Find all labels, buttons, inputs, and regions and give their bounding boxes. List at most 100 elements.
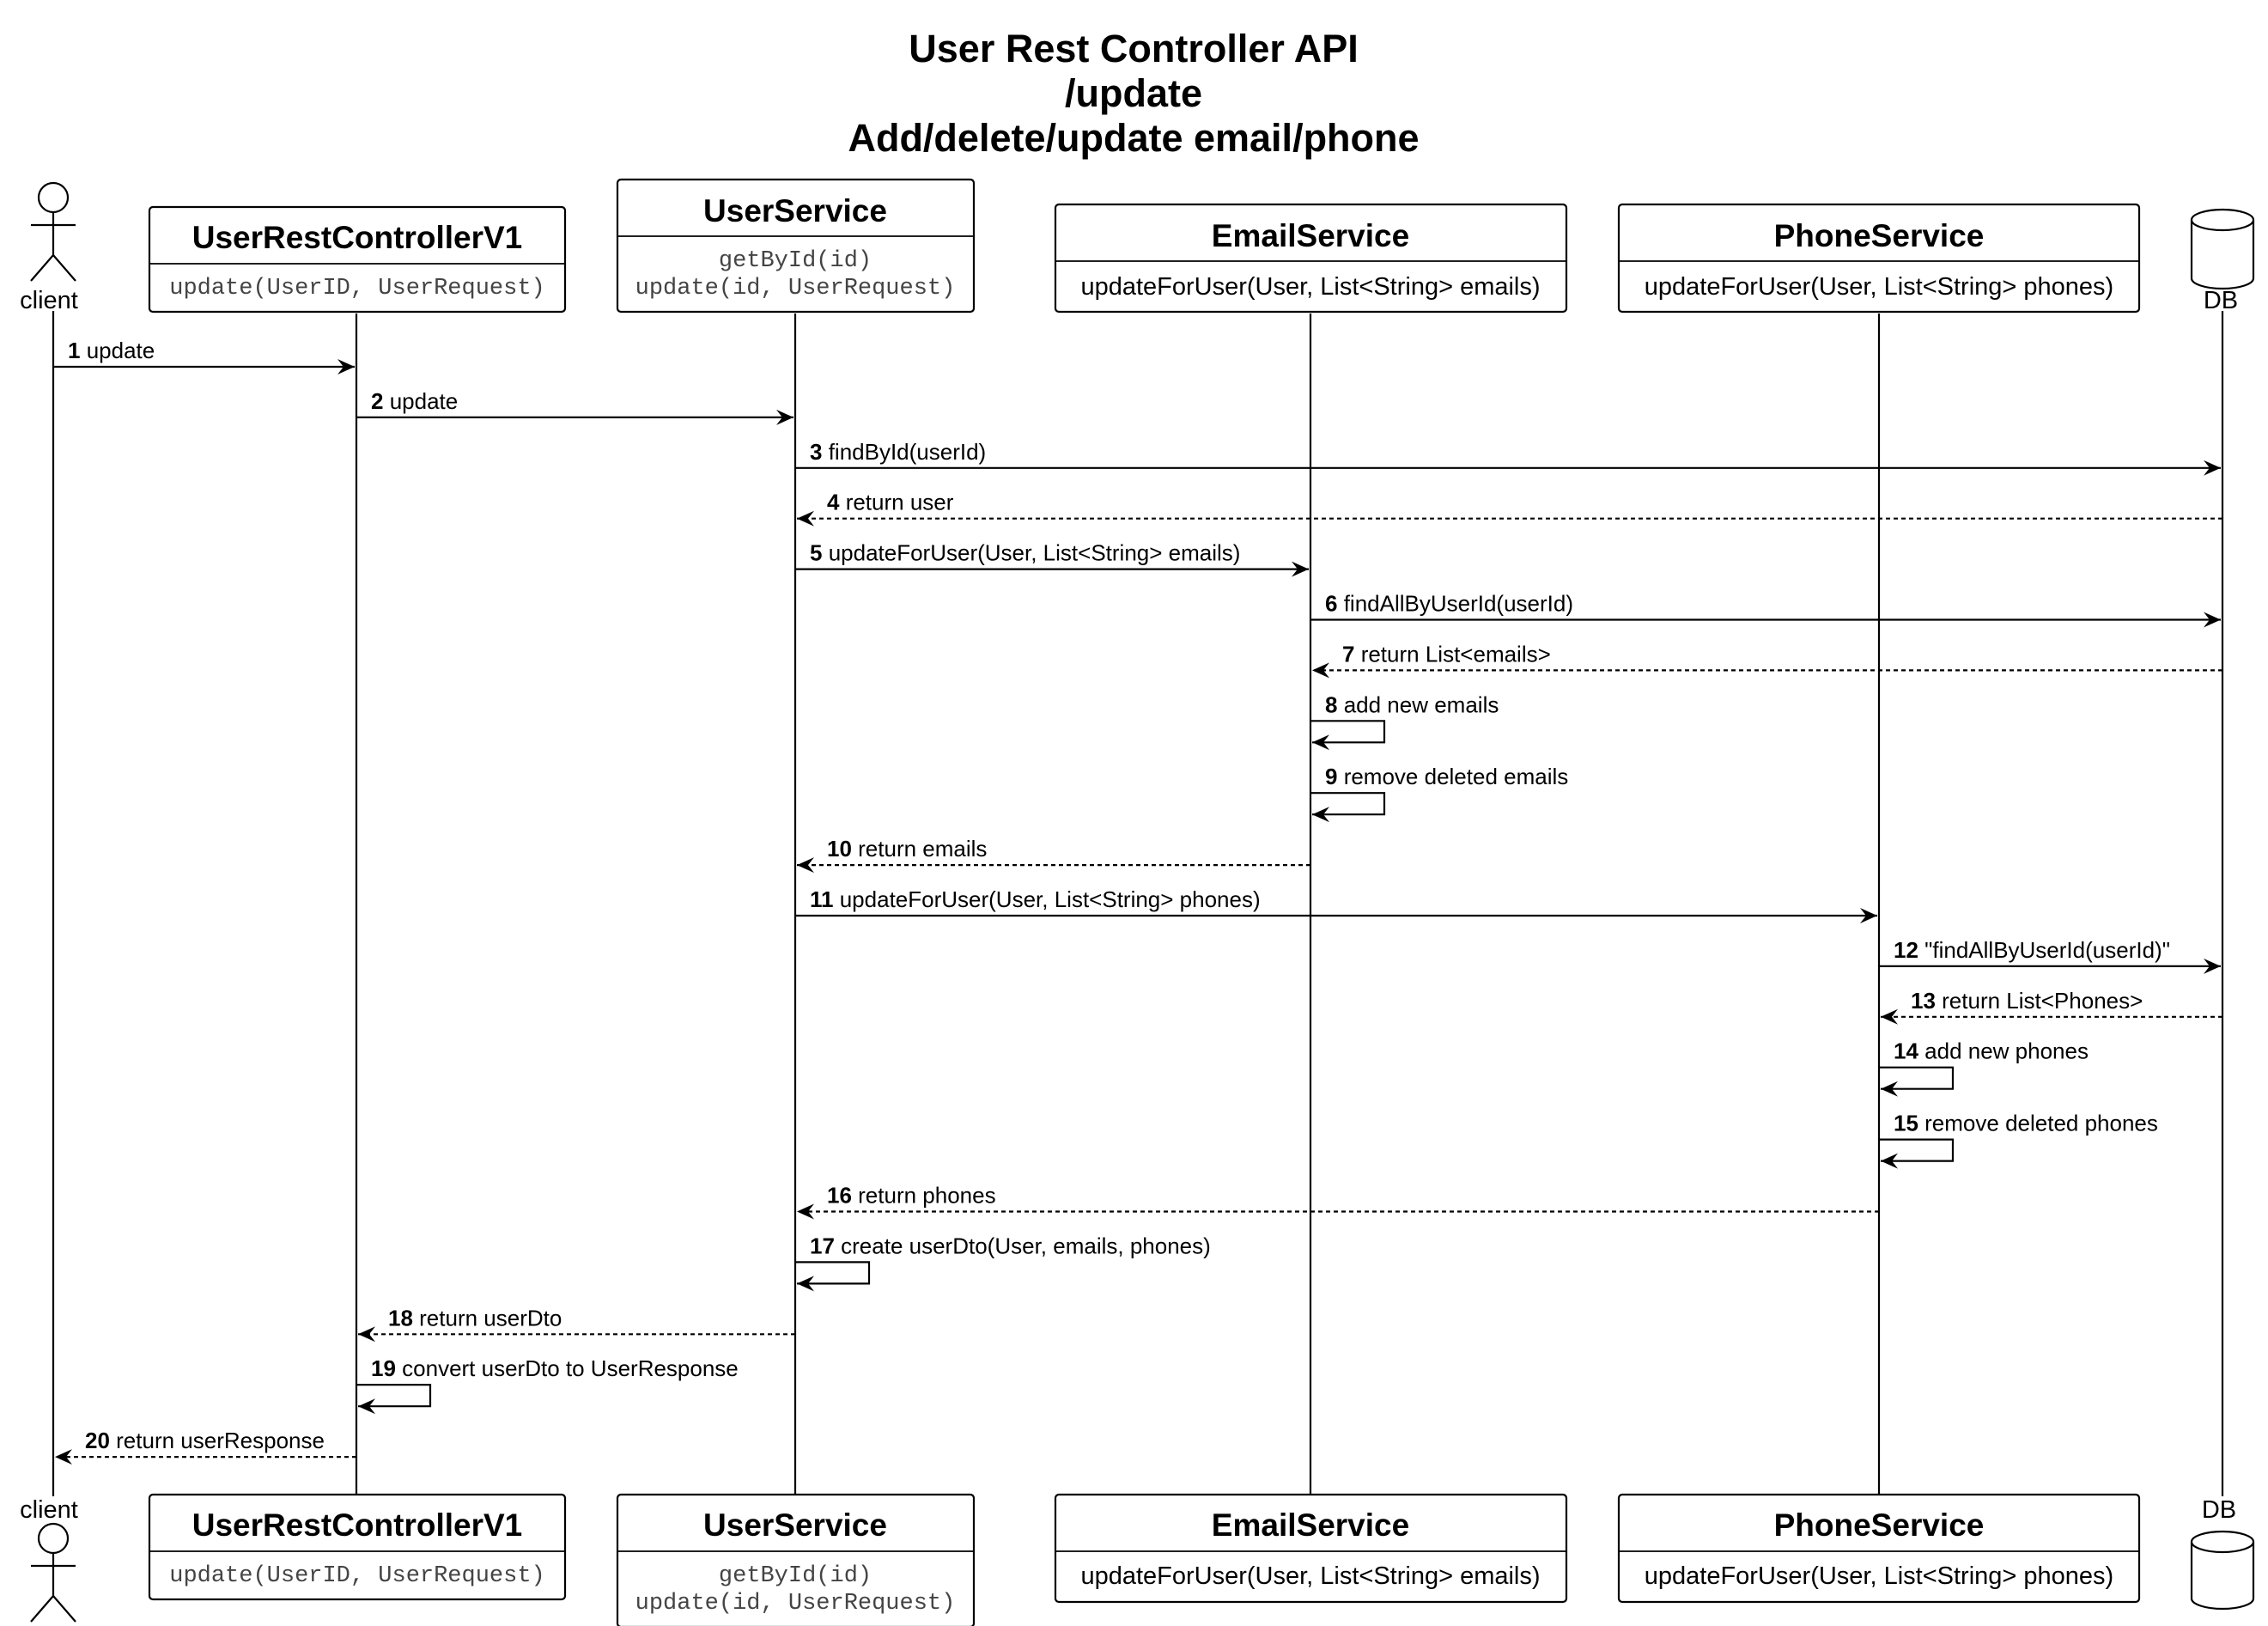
message-2: 2 update	[356, 388, 793, 425]
participant-db-top: DB	[2190, 208, 2255, 314]
message-text: return List<emails>	[1354, 641, 1550, 667]
message-text: convert userDto to UserResponse	[396, 1355, 739, 1381]
participant-emailservice-top: EmailService updateForUser(User, List<St…	[1054, 203, 1568, 314]
message-13: 13 return List<Phones>	[1881, 988, 2222, 1025]
participant-phoneservice-top: PhoneService updateForUser(User, List<St…	[1617, 203, 2141, 314]
message-text: remove deleted phones	[1918, 1111, 2158, 1136]
message-number: 19	[371, 1355, 396, 1381]
message-number: 9	[1325, 764, 1337, 789]
message-11: 11 updateForUser(User, List<String> phon…	[795, 886, 1877, 923]
actor-icon	[30, 181, 76, 282]
message-label: 7 return List<emails>	[1342, 641, 1551, 667]
message-number: 4	[827, 490, 840, 515]
message-1: 1 update	[53, 338, 355, 375]
message-label: 10 return emails	[827, 836, 987, 862]
actor-label-client: client	[20, 1496, 78, 1524]
db-label: DB	[2204, 287, 2238, 314]
participant-name: UserService	[703, 193, 887, 228]
participant-name: PhoneService	[1774, 218, 1985, 253]
lifelines	[52, 311, 2224, 1496]
participant-name: UserRestControllerV1	[192, 220, 523, 255]
diagram-title: User Rest Controller API /update Add/del…	[848, 27, 1419, 160]
message-5: 5 updateForUser(User, List<String> email…	[795, 540, 1309, 577]
message-text: add new emails	[1337, 691, 1499, 717]
message-9: 9 remove deleted emails	[1310, 764, 1568, 823]
message-text: return phones	[852, 1183, 996, 1209]
message-4: 4 return user	[797, 490, 2222, 527]
actor-label-client: client	[20, 287, 78, 314]
participants-bottom: client UserRestControllerV1 update(UserI…	[20, 1493, 2255, 1626]
message-text: return userResponse	[110, 1428, 325, 1453]
message-label: 9 remove deleted emails	[1325, 764, 1568, 789]
message-6: 6 findAllByUserId(userId)	[1310, 591, 2221, 628]
message-number: 20	[85, 1428, 110, 1453]
database-icon	[2190, 208, 2255, 290]
message-label: 1 update	[68, 338, 155, 363]
message-label: 14 add new phones	[1894, 1038, 2089, 1064]
participant-name: PhoneService	[1774, 1507, 1985, 1543]
message-3: 3 findById(userId)	[795, 439, 2221, 476]
message-label: 16 return phones	[827, 1183, 996, 1209]
title-line-1: User Rest Controller API	[909, 27, 1358, 70]
actor-icon	[30, 1522, 76, 1623]
message-text: return userDto	[413, 1305, 562, 1331]
title-line-2: /update	[1065, 71, 1202, 115]
participant-method: update(id, UserRequest)	[635, 276, 956, 301]
message-text: updateForUser(User, List<String> emails)	[822, 540, 1240, 566]
message-label: 4 return user	[827, 490, 954, 515]
self-call-arrow	[1879, 1138, 1955, 1169]
message-text: findById(userId)	[822, 439, 986, 465]
self-call-arrow	[1310, 720, 1386, 751]
participant-method: updateForUser(User, List<String> emails)	[1080, 273, 1540, 301]
participant-name: EmailService	[1212, 218, 1409, 253]
message-number: 15	[1894, 1111, 1918, 1136]
message-18: 18 return userDto	[358, 1305, 795, 1343]
message-text: updateForUser(User, List<String> phones)	[834, 886, 1261, 912]
participant-method: update(id, UserRequest)	[635, 1591, 956, 1617]
title-line-3: Add/delete/update email/phone	[848, 116, 1419, 160]
message-label: 3 findById(userId)	[810, 439, 986, 465]
message-20: 20 return userResponse	[55, 1428, 356, 1465]
message-number: 10	[827, 836, 852, 862]
participant-name: UserService	[703, 1507, 887, 1543]
participant-method: updateForUser(User, List<String> phones)	[1645, 1562, 2113, 1590]
message-label: 11 updateForUser(User, List<String> phon…	[810, 886, 1261, 912]
message-text: return user	[839, 490, 953, 515]
message-text: update	[80, 338, 155, 363]
message-text: return emails	[852, 836, 988, 862]
participant-method: updateForUser(User, List<String> emails)	[1080, 1562, 1540, 1590]
message-label: 18 return userDto	[388, 1305, 562, 1331]
message-number: 12	[1894, 937, 1918, 963]
self-call-arrow	[795, 1261, 871, 1292]
participant-method: updateForUser(User, List<String> phones)	[1645, 273, 2113, 301]
message-15: 15 remove deleted phones	[1879, 1111, 2158, 1169]
actor-client-top: client	[20, 181, 78, 314]
participant-name: UserRestControllerV1	[192, 1507, 523, 1543]
message-number: 3	[810, 439, 822, 465]
message-text: add new phones	[1918, 1038, 2089, 1064]
message-number: 8	[1325, 691, 1337, 717]
participant-db-bottom: DB	[2190, 1496, 2255, 1611]
participant-method: update(UserID, UserRequest)	[169, 1563, 544, 1589]
participant-method: update(UserID, UserRequest)	[169, 276, 544, 301]
message-label: 8 add new emails	[1325, 691, 1499, 717]
message-label: 5 updateForUser(User, List<String> email…	[810, 540, 1240, 566]
message-7: 7 return List<emails>	[1312, 641, 2222, 679]
message-label: 17 create userDto(User, emails, phones)	[810, 1233, 1211, 1258]
message-number: 16	[827, 1183, 852, 1209]
message-label: 15 remove deleted phones	[1894, 1111, 2158, 1136]
message-10: 10 return emails	[797, 836, 1310, 874]
message-14: 14 add new phones	[1879, 1038, 2089, 1097]
participant-method: getById(id)	[719, 1563, 872, 1589]
message-number: 1	[68, 338, 80, 363]
message-number: 6	[1325, 591, 1337, 617]
participant-userservice-bottom: UserService getById(id) update(id, UserR…	[616, 1493, 976, 1626]
self-call-arrow	[1879, 1066, 1955, 1097]
message-text: update	[383, 388, 458, 414]
message-text: remove deleted emails	[1337, 764, 1568, 789]
db-label: DB	[2202, 1496, 2236, 1524]
message-number: 18	[388, 1305, 413, 1331]
self-call-arrow	[356, 1384, 432, 1415]
